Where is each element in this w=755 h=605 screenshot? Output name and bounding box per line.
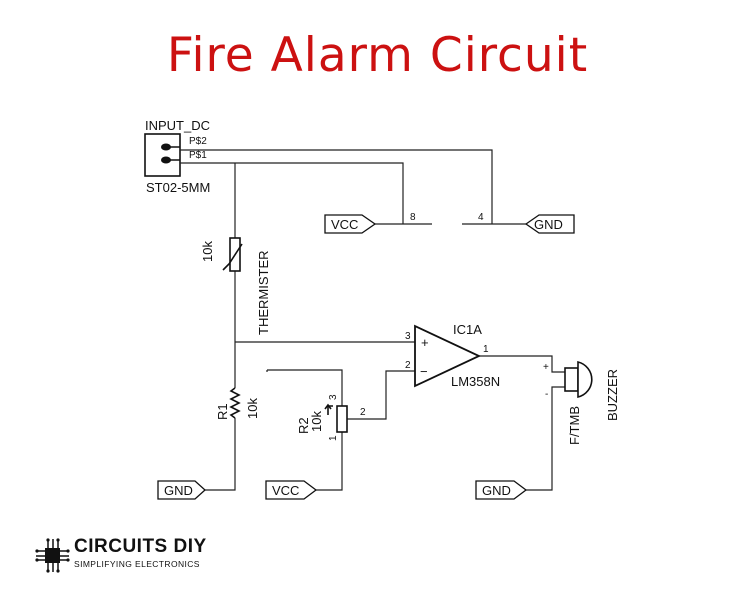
r2-pin-wiper: 2 xyxy=(360,407,366,418)
r2-pin-bottom: 1 xyxy=(328,435,339,441)
svg-text:GND: GND xyxy=(482,483,511,498)
r1-name: R1 xyxy=(215,403,230,420)
svg-text:GND: GND xyxy=(534,217,563,232)
opamp-value: LM358N xyxy=(451,374,500,389)
buzzer-value: F/TMB xyxy=(567,406,582,445)
net-label-vcc-top: VCC xyxy=(324,214,377,234)
buzzer-plus: + xyxy=(543,362,549,373)
thermistor-value: 10k xyxy=(200,241,215,262)
buzzer-minus: - xyxy=(545,389,548,400)
opamp-pin-minus: 2 xyxy=(405,360,411,371)
thermistor-symbol xyxy=(222,237,243,272)
buzzer-symbol xyxy=(564,360,593,399)
r2-potentiometer-symbol xyxy=(324,403,348,433)
connector-name: INPUT_DC xyxy=(145,118,210,133)
thermistor-name: THERMISTER xyxy=(256,251,271,336)
page-title: Fire Alarm Circuit xyxy=(166,28,589,83)
chip-icon xyxy=(35,538,70,573)
opamp-pin-out: 1 xyxy=(483,344,489,355)
r2-value: 10k xyxy=(309,411,324,432)
connector-value: ST02-5MM xyxy=(146,180,210,195)
logo-tagline: SIMPLIFYING ELECTRONICS xyxy=(74,559,200,569)
gnd-pin-number: 4 xyxy=(478,212,484,223)
net-label-gnd-right: GND xyxy=(475,480,528,500)
r1-value: 10k xyxy=(245,398,260,419)
opamp-plus-sign: + xyxy=(421,335,429,350)
net-label-gnd-top: GND xyxy=(524,214,575,234)
opamp-minus-sign: − xyxy=(420,364,428,379)
connector-input-dc xyxy=(144,133,181,177)
r1-resistor-symbol xyxy=(229,387,241,419)
opamp-symbol xyxy=(414,324,482,388)
connector-pin1: P$1 xyxy=(189,150,207,161)
r2-name: R2 xyxy=(296,417,311,434)
svg-text:GND: GND xyxy=(164,483,193,498)
opamp-name: IC1A xyxy=(453,322,482,337)
net-label-gnd-left: GND xyxy=(157,480,206,500)
vcc-pin-number: 8 xyxy=(410,212,416,223)
buzzer-name: BUZZER xyxy=(605,369,620,421)
svg-text:VCC: VCC xyxy=(331,217,358,232)
net-label-vcc-bottom: VCC xyxy=(265,480,318,500)
connector-pin2: P$2 xyxy=(189,136,207,147)
wires xyxy=(180,149,565,491)
circuits-diy-logo: CIRCUITS DIY SIMPLIFYING ELECTRONICS xyxy=(34,534,234,578)
svg-text:VCC: VCC xyxy=(272,483,299,498)
r2-pin-top: 3 xyxy=(328,394,339,400)
logo-name: CIRCUITS DIY xyxy=(74,536,207,557)
opamp-pin-plus: 3 xyxy=(405,331,411,342)
